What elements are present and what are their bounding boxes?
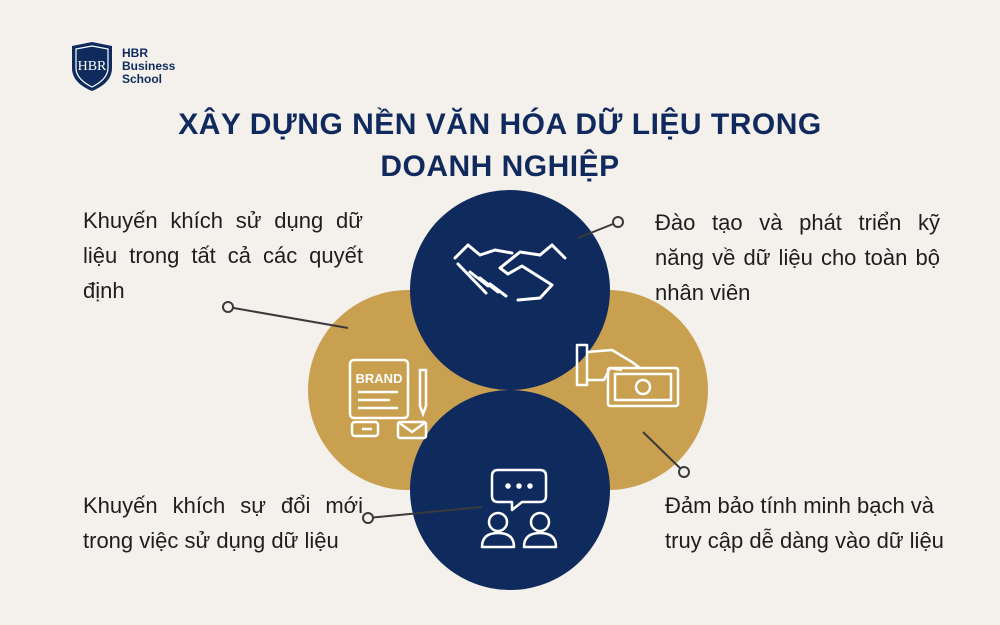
logo: HBR HBR Business School: [68, 40, 175, 92]
connector-dot-1: [222, 301, 234, 313]
connector-lines: [227, 221, 685, 519]
item-text-encourage-data-decisions: Khuyến khích sử dụng dữ liệu trong tất c…: [83, 208, 363, 303]
svg-text:HBR: HBR: [78, 59, 107, 74]
connector-dot-2: [612, 216, 624, 228]
item-text-transparency-access: Đảm bảo tính minh bạch và truy cập dễ dà…: [665, 493, 944, 553]
svg-text:BRAND: BRAND: [356, 371, 403, 386]
item-text-innovation-data-use: Khuyến khích sự đổi mới trong việc sử dụ…: [83, 493, 363, 553]
connector-dot-3: [678, 466, 690, 478]
logo-line-3: School: [122, 71, 163, 86]
logo-line-1: HBR: [122, 45, 148, 60]
item-text-training-data-skills: Đào tạo và phát triển kỹ năng về dữ liệu…: [655, 210, 940, 305]
shield-logo-icon: HBR: [72, 42, 112, 91]
logo-line-2: Business: [122, 58, 176, 73]
hand-money-icon: [575, 343, 680, 408]
page-title-line-1: XÂY DỰNG NỀN VĂN HÓA DỮ LIỆU TRONG: [178, 108, 822, 141]
brand-document-icon: BRAND: [348, 358, 428, 440]
handshake-icon: [453, 243, 567, 302]
connector-dot-4: [362, 512, 374, 524]
page-title-line-2: DOANH NGHIỆP: [380, 150, 620, 183]
people-chat-icon: [480, 468, 558, 549]
